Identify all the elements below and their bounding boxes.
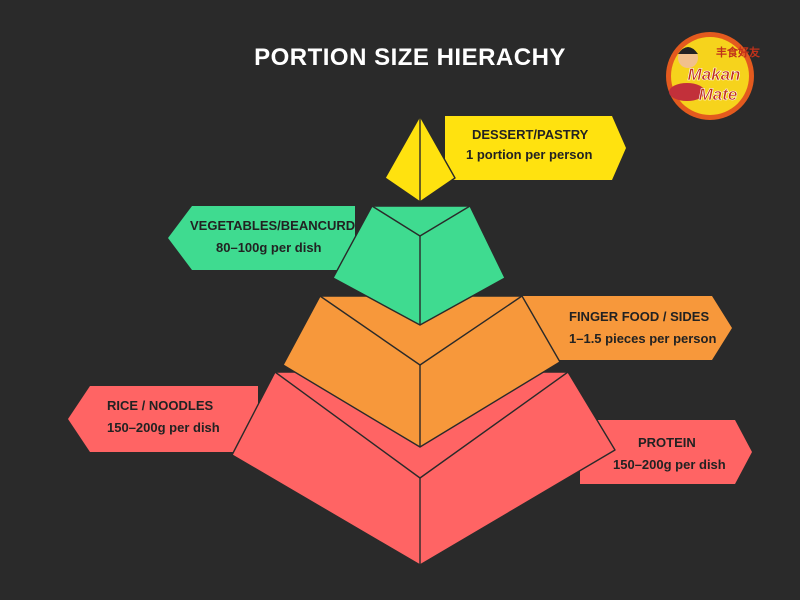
dessert-category: DESSERT/PASTRY xyxy=(472,127,589,142)
protein-banner xyxy=(580,420,752,484)
dessert-banner xyxy=(445,116,626,180)
vegetables-category: VEGETABLES/BEANCURD xyxy=(190,218,356,233)
makan-mate-logo: 丰食好友 Makan Mate xyxy=(666,32,760,120)
pyramid-tier-dessert xyxy=(384,115,456,203)
pyramid-tier-vegetables xyxy=(332,205,506,326)
logo-chinese-text: 丰食好友 xyxy=(716,45,760,59)
logo-name-line1: Makan xyxy=(688,65,741,84)
pyramid-tier-finger-food xyxy=(282,295,561,448)
finger-food-portion: 1–1.5 pieces per person xyxy=(569,331,717,346)
finger-food-banner xyxy=(510,296,732,360)
finger-food-category: FINGER FOOD / SIDES xyxy=(569,309,710,324)
rice-banner xyxy=(68,386,258,452)
logo-name-line2: Mate xyxy=(699,85,738,104)
dessert-portion: 1 portion per person xyxy=(466,147,593,162)
page-title: PORTION SIZE HIERACHY xyxy=(254,44,566,71)
protein-category: PROTEIN xyxy=(638,435,696,450)
rice-portion: 150–200g per dish xyxy=(107,420,220,435)
protein-portion: 150–200g per dish xyxy=(613,457,726,472)
vegetables-banner xyxy=(168,206,355,270)
vegetables-portion: 80–100g per dish xyxy=(216,240,322,255)
food-plate-icon xyxy=(669,83,705,101)
rice-category: RICE / NOODLES xyxy=(107,398,214,413)
